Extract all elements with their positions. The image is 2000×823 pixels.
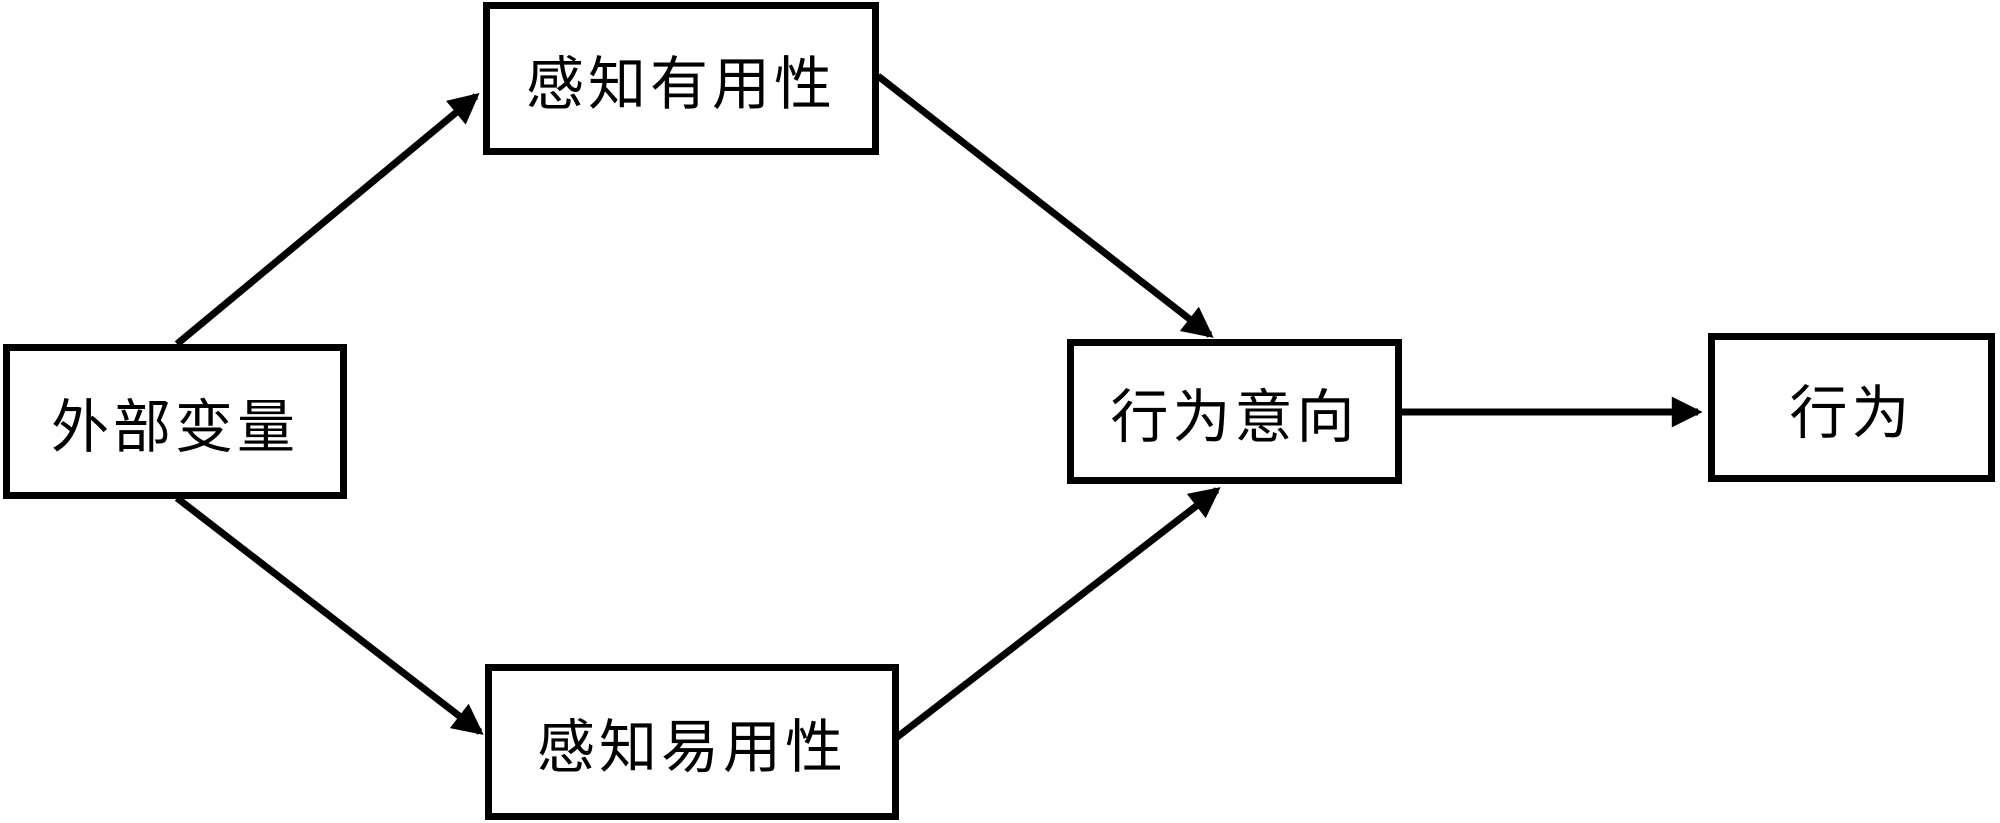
node-behavior-label: 行为 bbox=[1789, 380, 1914, 446]
arrow-usefulness-to-intention bbox=[875, 73, 1214, 338]
node-behavior: 行为 bbox=[1708, 333, 1995, 482]
arrow-external-to-ease bbox=[174, 495, 484, 735]
node-perceived-ease-of-use: 感知易用性 bbox=[485, 664, 899, 820]
node-external-variables: 外部变量 bbox=[3, 344, 347, 499]
arrow-ease-to-intention bbox=[893, 487, 1221, 741]
node-perceived-usefulness: 感知有用性 bbox=[483, 2, 879, 155]
node-perceived-ease-of-use-label: 感知易用性 bbox=[536, 715, 847, 780]
node-external-variables-label: 外部变量 bbox=[50, 394, 299, 460]
arrow-external-to-usefulness bbox=[174, 93, 480, 347]
node-behavioral-intention-label: 行为意向 bbox=[1110, 384, 1359, 450]
node-perceived-usefulness-label: 感知有用性 bbox=[525, 51, 836, 117]
node-behavioral-intention: 行为意向 bbox=[1067, 339, 1402, 484]
